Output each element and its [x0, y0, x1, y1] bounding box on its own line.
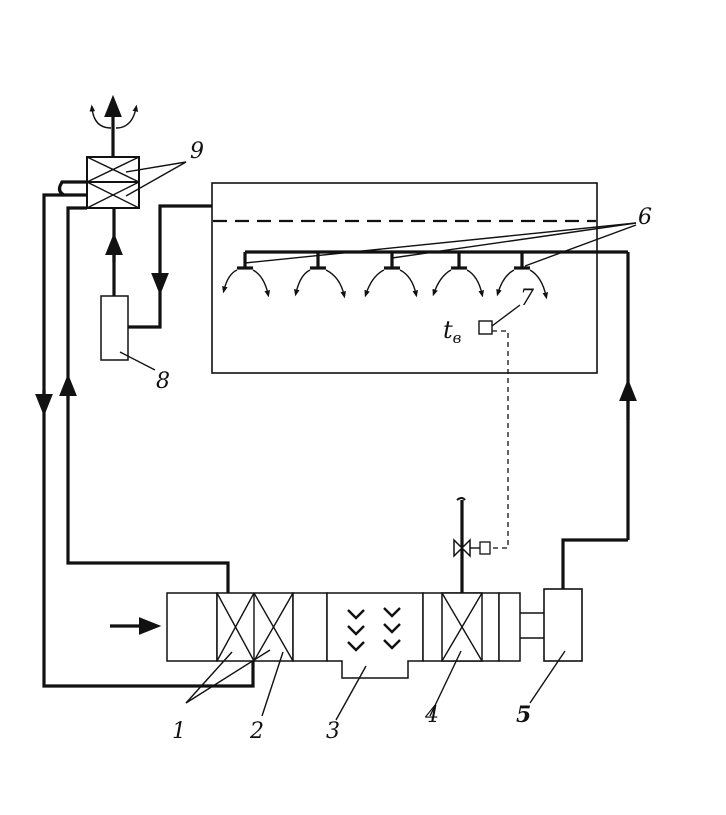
label-5: 5 [516, 702, 531, 728]
heat-recovery-loop [35, 180, 255, 688]
return-air-duct-lower [128, 284, 162, 329]
heat-recovery-unit-9 [86, 156, 187, 209]
exhaust-outlet [89, 94, 139, 157]
label-9: 9 [190, 139, 204, 164]
label-4: 4 [424, 703, 439, 728]
label-2: 2 [249, 719, 264, 744]
diffuser-airflow-arrows [222, 269, 549, 300]
diffuser-nozzles [237, 252, 530, 270]
exhaust-fan-8 [100, 295, 156, 371]
return-air-duct [151, 204, 212, 296]
label-3: 3 [326, 719, 340, 744]
bottom-label-leaders [185, 649, 566, 721]
label-tb-sub: в [453, 329, 462, 347]
room-enclosure [211, 182, 598, 374]
supply-air-duct [561, 538, 628, 589]
label-8: 8 [156, 369, 170, 394]
label-tb-main: t [443, 316, 453, 344]
air-handling-unit [166, 588, 583, 679]
label-6-leaders [244, 222, 637, 267]
humidifier-nozzles [347, 607, 401, 652]
control-valve [453, 497, 491, 593]
temperature-sensor [478, 304, 521, 335]
label-7: 7 [520, 286, 534, 311]
label-1: 1 [172, 719, 186, 744]
label-6: 6 [638, 205, 652, 230]
label-tb: tв [443, 316, 462, 347]
